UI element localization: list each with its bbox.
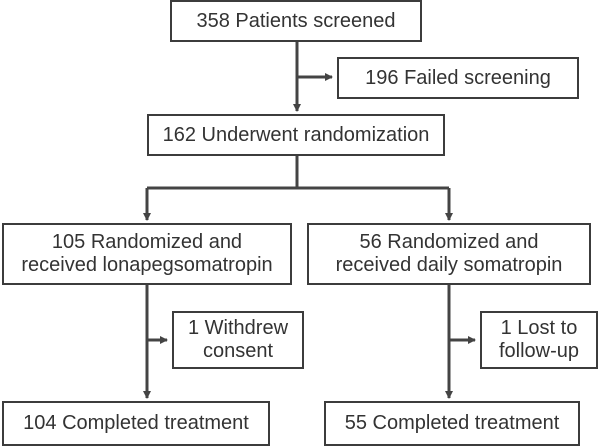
failed-screening-box: 196 Failed screening: [337, 57, 579, 99]
randomized-box: 162 Underwent randomization: [147, 114, 445, 156]
completed-daily-somatropin-label: 55 Completed treatment: [344, 412, 560, 434]
lonapegsomatropin-arm-label: 105 Randomized and received lonapegsomat…: [21, 231, 273, 276]
daily-somatropin-arm-box: 56 Randomized and received daily somatro…: [307, 223, 591, 285]
lost-to-followup-box: 1 Lost to follow-up: [480, 311, 598, 369]
daily-somatropin-arm-label: 56 Randomized and received daily somatro…: [335, 231, 563, 276]
completed-daily-somatropin-box: 55 Completed treatment: [324, 401, 580, 446]
withdrew-consent-box: 1 Withdrew consent: [172, 311, 304, 369]
screened-box: 358 Patients screened: [170, 0, 422, 42]
completed-lonapegsomatropin-label: 104 Completed treatment: [23, 412, 249, 434]
randomized-label: 162 Underwent randomization: [162, 123, 430, 146]
lost-to-followup-label: 1 Lost to follow-up: [498, 317, 580, 362]
lonapegsomatropin-arm-box: 105 Randomized and received lonapegsomat…: [2, 223, 292, 285]
withdrew-consent-label: 1 Withdrew consent: [187, 317, 289, 362]
screened-label: 358 Patients screened: [196, 9, 396, 32]
failed-screening-label: 196 Failed screening: [365, 66, 551, 89]
completed-lonapegsomatropin-box: 104 Completed treatment: [2, 401, 270, 446]
